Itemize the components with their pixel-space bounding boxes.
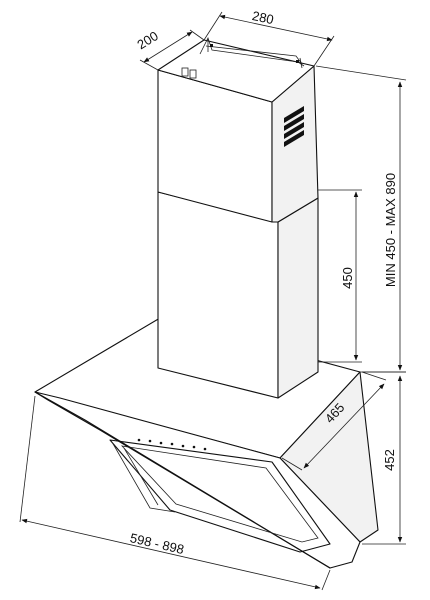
control-led-6 xyxy=(192,445,196,449)
bracket-hole-right xyxy=(296,60,299,63)
ext-890-top xyxy=(315,65,407,81)
dim-280 xyxy=(219,14,333,42)
ext-280-right xyxy=(313,35,335,67)
chimney-screw-mark-1 xyxy=(181,67,189,77)
label-hood-width-range: 598 - 898 xyxy=(129,530,186,557)
lower-chimney-side xyxy=(277,197,319,399)
control-panel-leds xyxy=(137,438,207,451)
lower-chimney xyxy=(157,191,319,399)
control-led-5 xyxy=(181,444,185,448)
hood-filter-recess xyxy=(111,441,176,513)
ext-898-right xyxy=(321,569,331,591)
vent-slot-3 xyxy=(284,122,304,139)
label-upper-chimney-height: 450 xyxy=(340,267,355,289)
control-led-3 xyxy=(159,441,163,445)
chimney-screw-mark-2 xyxy=(189,69,197,79)
bracket-hole-left xyxy=(210,44,213,47)
dim-200 xyxy=(143,31,193,63)
lower-chimney-front xyxy=(157,191,279,399)
hood-front-edge xyxy=(34,391,331,569)
label-hood-height: 452 xyxy=(382,449,397,471)
ventilation-slots xyxy=(284,106,304,147)
ext-465-front xyxy=(281,457,303,471)
ext-465-back xyxy=(361,371,387,381)
dim-898 xyxy=(21,518,321,590)
control-led-7 xyxy=(203,447,207,451)
ext-200-back xyxy=(189,29,205,41)
upper-chimney xyxy=(157,36,319,223)
ext-280-left xyxy=(203,11,223,41)
label-chimney-height-range: MIN 450 - MAX 890 xyxy=(383,173,398,287)
control-led-4 xyxy=(170,442,174,446)
control-led-2 xyxy=(148,439,152,443)
bracket-tab-right xyxy=(299,57,303,69)
vent-slot-2 xyxy=(284,114,304,131)
vent-slot-4 xyxy=(284,130,304,147)
label-chimney-width: 280 xyxy=(251,8,275,27)
ext-898-left xyxy=(19,395,36,523)
mounting-bracket xyxy=(199,36,305,67)
mounting-bracket-back xyxy=(205,45,303,65)
dimension-lines xyxy=(19,11,407,591)
vent-slot-1 xyxy=(284,106,304,123)
label-chimney-depth: 200 xyxy=(134,28,160,52)
hood-filter-recess-2 xyxy=(123,447,159,506)
dim-465 xyxy=(303,383,385,469)
ext-200-front xyxy=(139,59,159,71)
control-led-1 xyxy=(137,438,141,442)
